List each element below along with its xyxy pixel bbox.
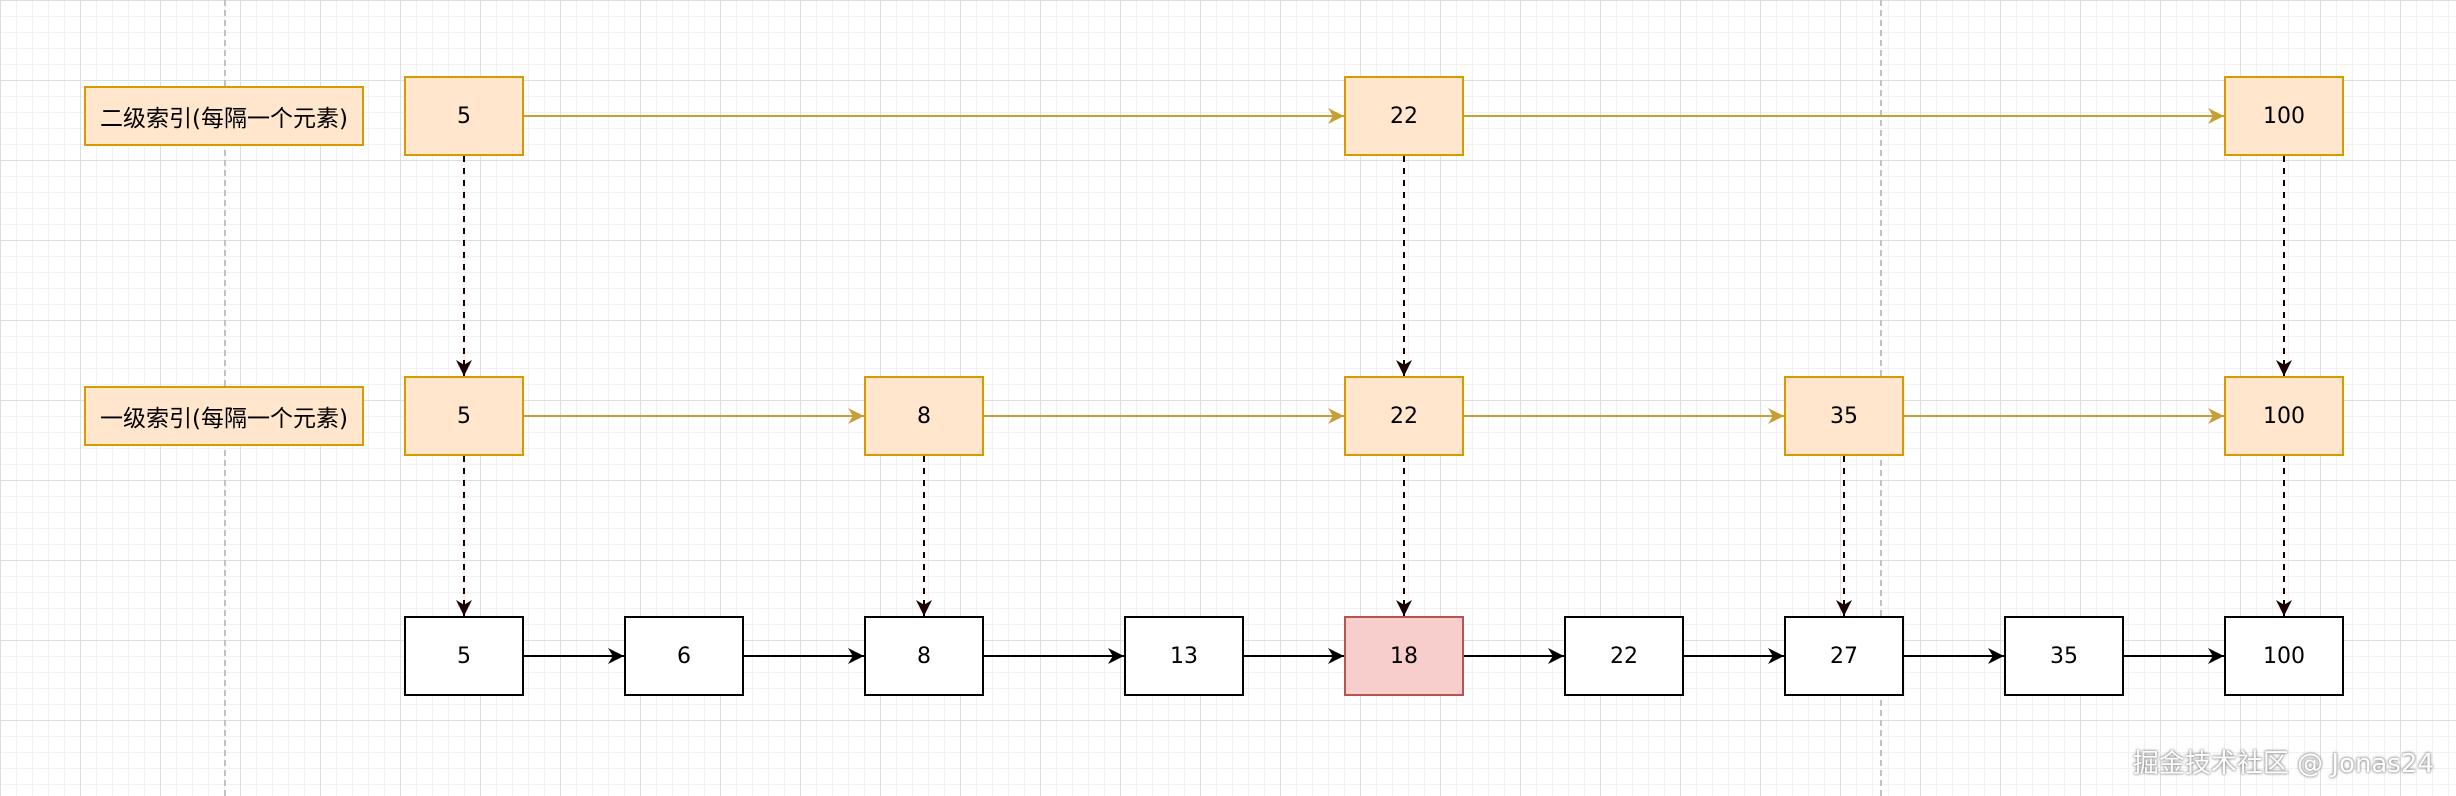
base-node[interactable]: 13 <box>1124 616 1244 696</box>
base-node[interactable]: 35 <box>2004 616 2124 696</box>
base-node[interactable]: 27 <box>1784 616 1904 696</box>
base-node[interactable]: 6 <box>624 616 744 696</box>
level1-label[interactable]: 一级索引(每隔一个元素) <box>84 386 364 446</box>
level1-node[interactable]: 8 <box>864 376 984 456</box>
base-node[interactable]: 5 <box>404 616 524 696</box>
base-node[interactable]: 22 <box>1564 616 1684 696</box>
level1-node[interactable]: 35 <box>1784 376 1904 456</box>
level1-node[interactable]: 22 <box>1344 376 1464 456</box>
level1-node[interactable]: 5 <box>404 376 524 456</box>
watermark: 掘金技术社区 @ Jonas24 <box>2132 749 2434 779</box>
base-node[interactable]: 8 <box>864 616 984 696</box>
base-node-highlighted[interactable]: 18 <box>1344 616 1464 696</box>
level2-node[interactable]: 22 <box>1344 76 1464 156</box>
level2-node[interactable]: 100 <box>2224 76 2344 156</box>
level2-node[interactable]: 5 <box>404 76 524 156</box>
level2-label[interactable]: 二级索引(每隔一个元素) <box>84 86 364 146</box>
level1-node[interactable]: 100 <box>2224 376 2344 456</box>
base-node[interactable]: 100 <box>2224 616 2344 696</box>
